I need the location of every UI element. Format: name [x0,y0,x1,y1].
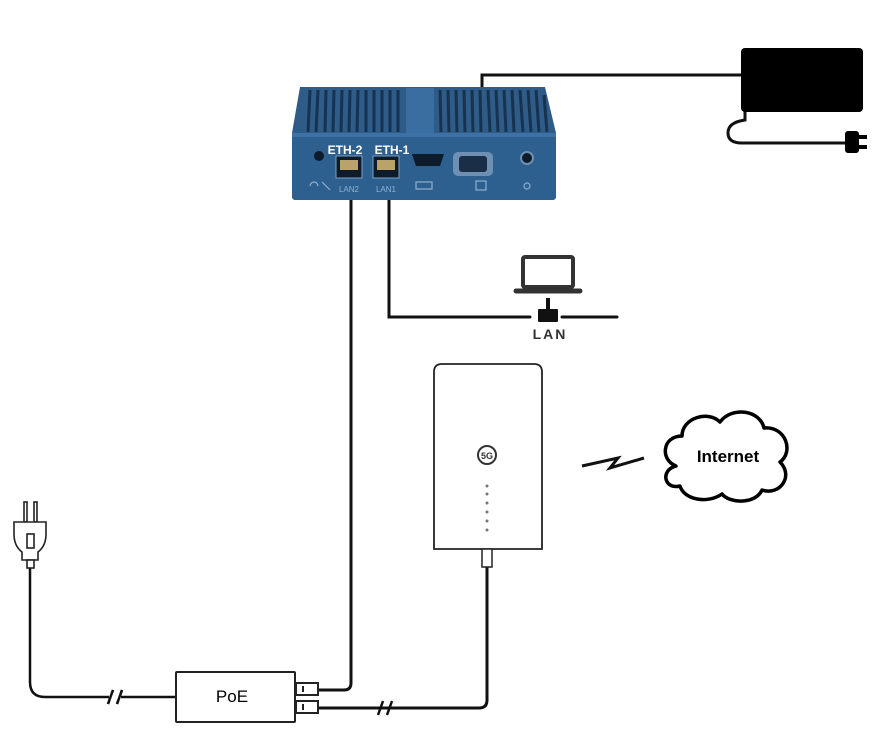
lan1-print: LAN1 [376,185,397,194]
eth2-cable [316,198,353,692]
5g-badge-icon [477,445,497,465]
power-cable [480,73,744,94]
poe-body [175,671,296,723]
hdmi-port [412,154,444,166]
mini-pc-fins [306,89,549,133]
router-cable [316,565,489,710]
mini-pc-top-plate [406,88,434,133]
router-5g [433,363,543,568]
laptop-icon [513,255,583,294]
audio-jack [314,151,324,161]
lan-connector-icon [538,298,558,322]
poe-injector [175,671,319,723]
break-mark-router [376,700,394,716]
mini-pc [292,87,556,200]
eth1-cable [387,198,532,319]
cables [28,73,848,710]
lan-label: LAN [533,326,568,342]
eth1-label: ETH-1 [375,143,410,157]
router-port [481,548,493,568]
lan2-print: LAN2 [339,185,360,194]
router-badge-text: 5G [481,451,493,461]
router-indicator-dots [485,484,489,532]
poe-port-in [295,682,319,696]
power-adapter-brick [741,48,863,112]
wall-plug-icon [13,501,47,569]
adapter-cord [726,110,848,145]
eth2-label: ETH-2 [328,143,363,157]
cloud-icon [663,410,789,503]
cable-break-marks [106,689,394,716]
front-printed-icons [309,180,531,191]
mains-cable [28,565,178,699]
dc-in-port [520,151,534,165]
cloud-label: Internet [697,447,760,466]
mini-pc-front [292,133,556,200]
poe-label: PoE [216,687,248,706]
poe-port-out [295,700,319,714]
power-adapter [741,48,867,153]
wireless-link-icon [581,455,645,471]
